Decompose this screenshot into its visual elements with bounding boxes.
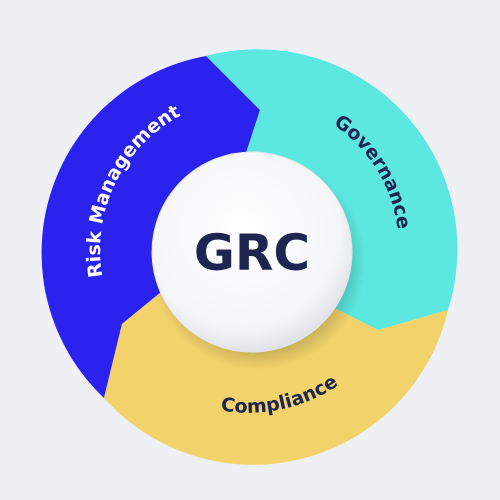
center-label: GRC [194,224,310,282]
center-circle [151,151,353,353]
segment-risk-management [41,56,260,398]
